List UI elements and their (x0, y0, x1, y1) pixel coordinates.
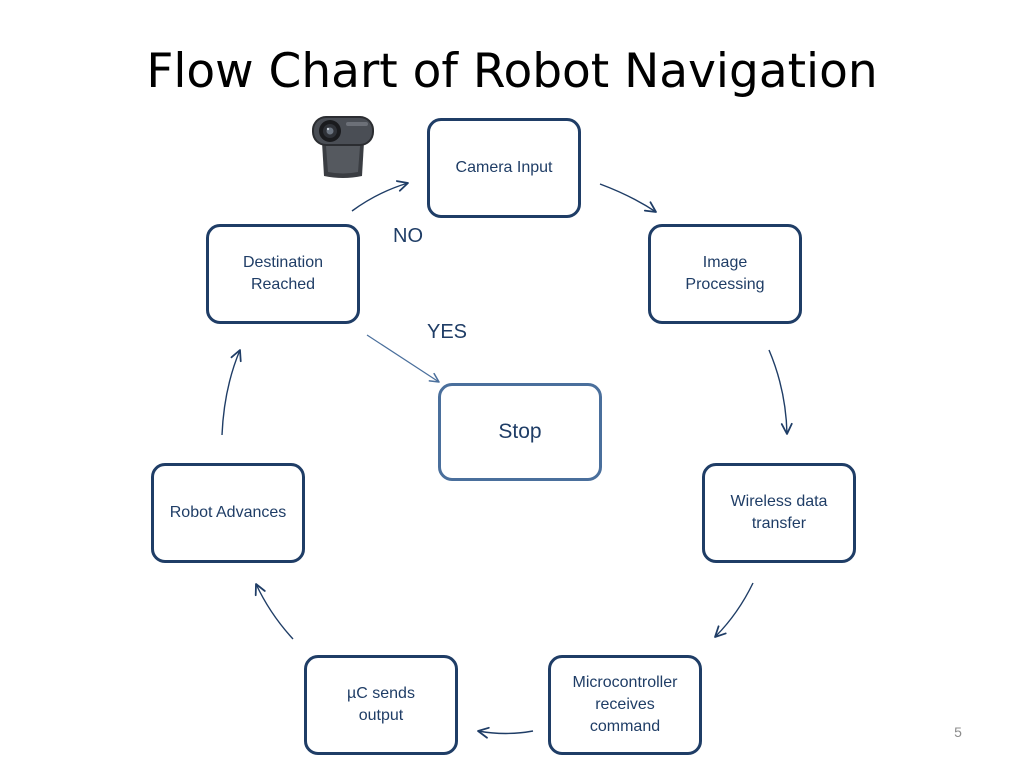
arrow-uc-output-to-robot-advances (254, 583, 294, 640)
branch-label-yes: YES (427, 321, 468, 343)
node-destination-reached: Destination Reached (206, 224, 360, 324)
branch-label-no: NO (393, 225, 423, 247)
arrow-robot-advances-to-destination (221, 349, 242, 436)
arrow-destination-to-stop (366, 334, 440, 383)
node-uc-sends-output: µC sends output (304, 655, 458, 755)
arrow-destination-to-camera (351, 180, 409, 212)
node-wireless-data-transfer: Wireless data transfer (702, 463, 856, 563)
webcam-icon (312, 116, 374, 178)
arrow-wireless-to-microcontroller (714, 582, 754, 638)
node-microcontroller-receives-command: Microcontroller receives command (548, 655, 702, 755)
arrow-image-processing-to-wireless (768, 349, 793, 435)
node-stop: Stop (438, 383, 602, 481)
slide-number: 5 (954, 724, 962, 740)
node-robot-advances: Robot Advances (151, 463, 305, 563)
arrow-camera-to-image-processing (599, 183, 657, 213)
node-camera-input: Camera Input (427, 118, 581, 218)
slide-title: Flow Chart of Robot Navigation (146, 44, 878, 99)
node-image-processing: Image Processing (648, 224, 802, 324)
arrow-microcontroller-to-uc-output (477, 726, 534, 739)
